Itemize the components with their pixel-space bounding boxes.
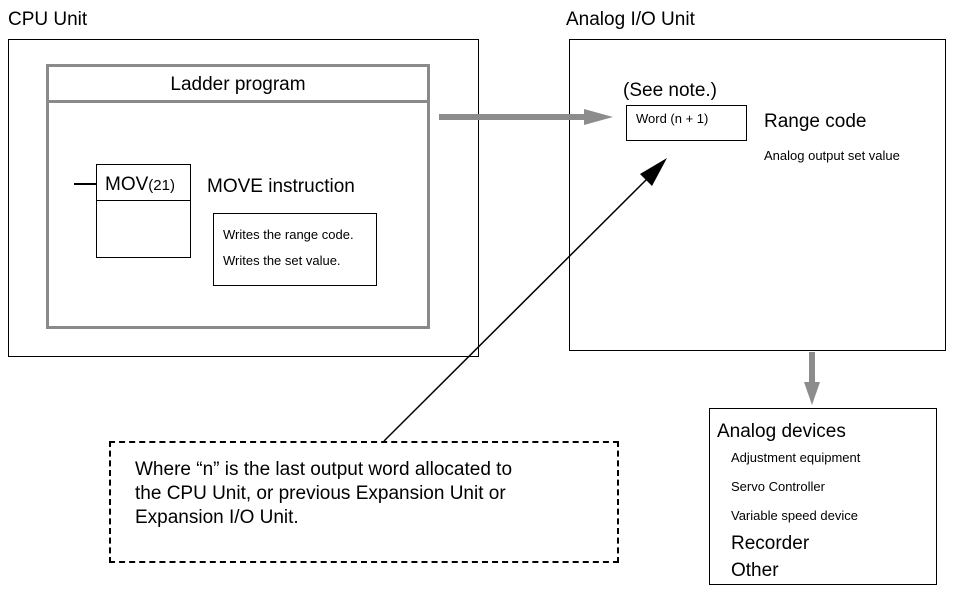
word-n-plus-1-label: Word (n + 1) [636,111,709,126]
move-instruction-label: MOVE instruction [207,176,355,197]
mov-instruction-block: MOV(21) [96,164,191,258]
output-arrow-head [804,382,820,405]
note-line-3: Expansion I/O Unit. [135,507,299,528]
ladder-rung-line [74,183,96,185]
cpu-unit-title: CPU Unit [8,9,88,30]
device-adjustment-equipment: Adjustment equipment [731,450,861,465]
mov-label: MOV(21) [105,174,175,195]
see-note-label: (See note.) [623,80,717,101]
note-line-1: Where “n” is the last output word alloca… [135,459,513,480]
analog-io-unit-title: Analog I/O Unit [566,9,695,30]
device-recorder: Recorder [731,533,810,554]
mov-block-divider [97,200,190,201]
mov-notes-box: Writes the range code. Writes the set va… [213,213,377,286]
note-range-code: Writes the range code. [223,227,354,242]
ladder-program-title: Ladder program [170,74,306,95]
device-other: Other [731,560,779,581]
device-variable-speed: Variable speed device [731,508,858,523]
word-n-plus-1-box: Word (n + 1) [626,105,747,141]
device-servo-controller: Servo Controller [731,479,825,494]
note-dashed-box: Where “n” is the last output word alloca… [109,441,619,563]
analog-output-set-value-label: Analog output set value [764,148,900,163]
note-set-value: Writes the set value. [223,253,341,268]
analog-devices-box: Analog devices Adjustment equipment Serv… [709,408,937,585]
analog-devices-title: Analog devices [717,421,846,442]
note-line-2: the CPU Unit, or previous Expansion Unit… [135,483,506,504]
range-code-label: Range code [764,111,867,132]
mov-code: (21) [148,177,175,194]
ladder-program-header: Ladder program [49,67,427,103]
